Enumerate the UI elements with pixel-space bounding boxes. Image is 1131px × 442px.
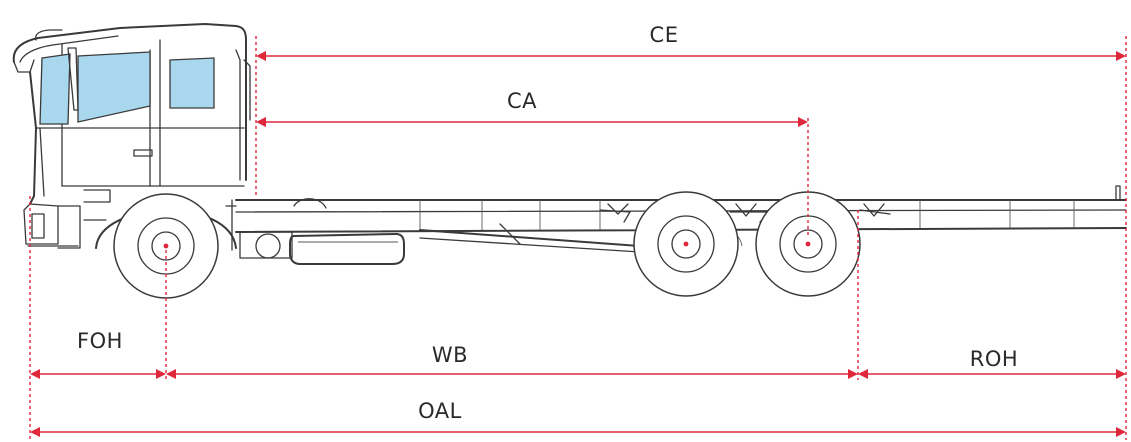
windshield-glass — [39, 53, 71, 125]
oal-label: OAL — [418, 399, 462, 423]
foh-dimension: FOH — [30, 329, 166, 379]
door-window-glass — [77, 51, 151, 123]
reference-lines — [29, 36, 1127, 440]
roh-label: ROH — [970, 347, 1018, 371]
ca-dimension: CA — [256, 89, 808, 127]
ce-dimension: CE — [256, 23, 1126, 61]
wb-label: WB — [432, 343, 468, 367]
ce-label: CE — [650, 23, 679, 47]
wb-dimension: WB — [166, 343, 858, 379]
ca-label: CA — [507, 89, 537, 113]
rear-cab-window-glass — [169, 57, 215, 109]
oal-dimension: OAL — [30, 399, 1126, 437]
front-wheel — [113, 193, 219, 299]
roh-dimension: ROH — [858, 347, 1126, 379]
rear-wheel-1 — [633, 191, 739, 297]
rear-wheel-2 — [755, 191, 861, 297]
foh-label: FOH — [77, 329, 123, 353]
